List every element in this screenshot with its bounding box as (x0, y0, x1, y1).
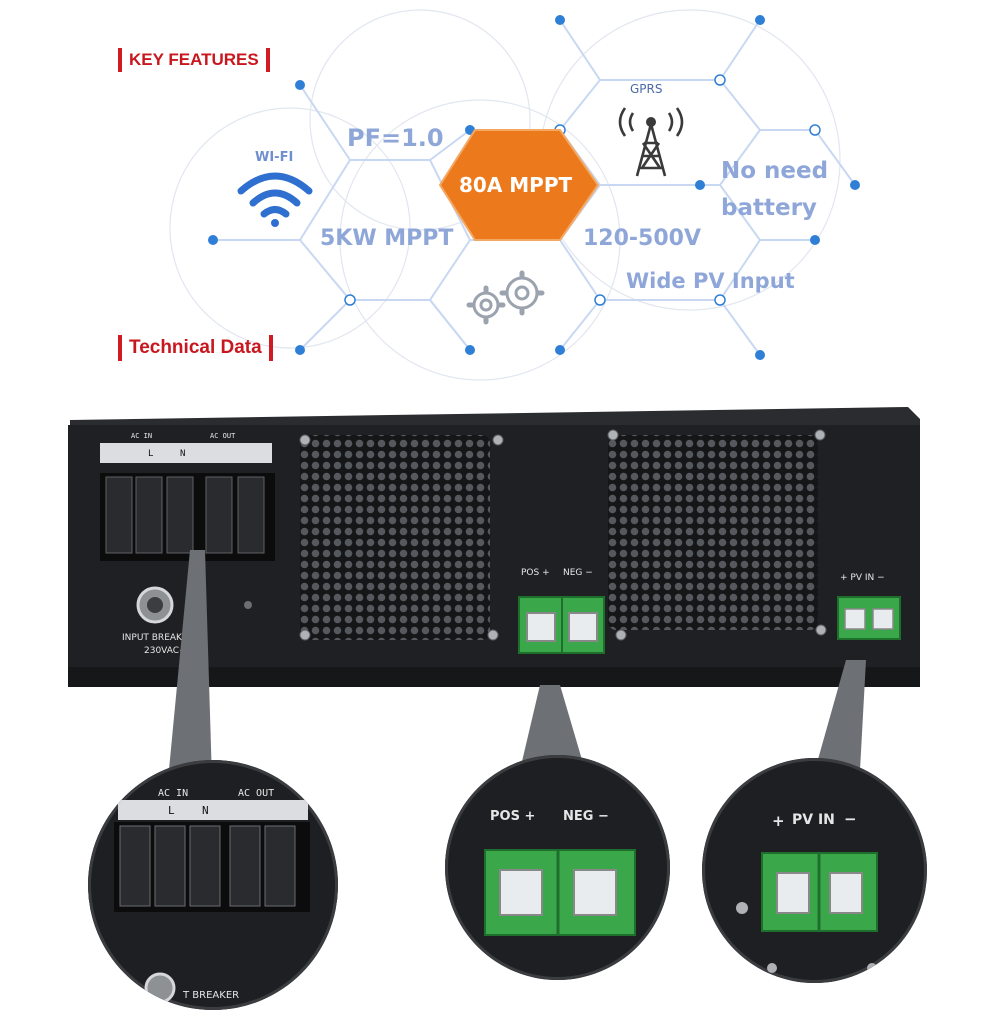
wifi-label: WI-FI (255, 150, 294, 165)
power-label: 5KW MPPT (320, 226, 454, 251)
device-voltage-label: 230VAC~ (144, 646, 187, 656)
callout-wedges (168, 550, 866, 780)
gears-icon (466, 270, 545, 325)
key-features-text: KEY FEATURES (129, 50, 259, 69)
gprs-tower-icon (618, 107, 684, 177)
device-neg-label: NEG − (563, 568, 593, 578)
no-battery-line1: No need (721, 158, 829, 184)
device-ac-in-label: AC IN (131, 432, 153, 440)
wifi-icon (237, 172, 313, 227)
zoom-n-label: N (202, 804, 209, 817)
device-n-label: N (180, 449, 186, 459)
zoom-pos-label: POS + (490, 809, 536, 824)
chassis (68, 407, 920, 687)
device-pv-in-label: + PV IN − (840, 573, 885, 583)
fan-grille-icon (300, 435, 490, 640)
gprs-label: GPRS (630, 82, 663, 96)
zoom-pv-minus-label: − (844, 810, 857, 828)
zoom-pv-in-label: PV IN (792, 812, 835, 828)
zoom-battery-terminals: POS + NEG − (445, 755, 670, 980)
technical-data-text: Technical Data (129, 337, 262, 358)
zoom-ac-terminals: AC IN AC OUT L N T BREAKER (88, 760, 338, 1010)
zoom-ac-in-label: AC IN (158, 788, 189, 799)
inverter-rear-panel: AC IN AC OUT L N INPUT BREAKER 230VAC~ P… (68, 405, 920, 687)
device-l-label: L (148, 449, 154, 459)
device-breaker-label: INPUT BREAKER (122, 633, 194, 643)
voltage-label: 120-500V (583, 226, 702, 251)
zoom-pv-plus-label: + (772, 812, 785, 830)
device-pos-label: POS + (521, 568, 550, 578)
zoom-pv-terminals: + PV IN − (702, 758, 927, 983)
zoom-breaker-label: T BREAKER (183, 990, 240, 1001)
zoom-l-label: L (168, 804, 175, 817)
zoom-ac-out-label: AC OUT (238, 788, 275, 799)
mppt-current-label: 80A MPPT (459, 173, 573, 197)
pf-label: PF=1.0 (347, 124, 444, 152)
technical-data-label: Technical Data (118, 335, 273, 361)
wide-pv-label: Wide PV Input (626, 269, 795, 293)
key-features-label: KEY FEATURES (118, 48, 270, 72)
device-ac-out-label: AC OUT (210, 432, 236, 440)
feature-hex-network (169, 9, 860, 381)
no-battery-line2: battery (721, 195, 817, 221)
highlight-hexagon (438, 129, 600, 241)
zoom-neg-label: NEG − (563, 809, 609, 824)
